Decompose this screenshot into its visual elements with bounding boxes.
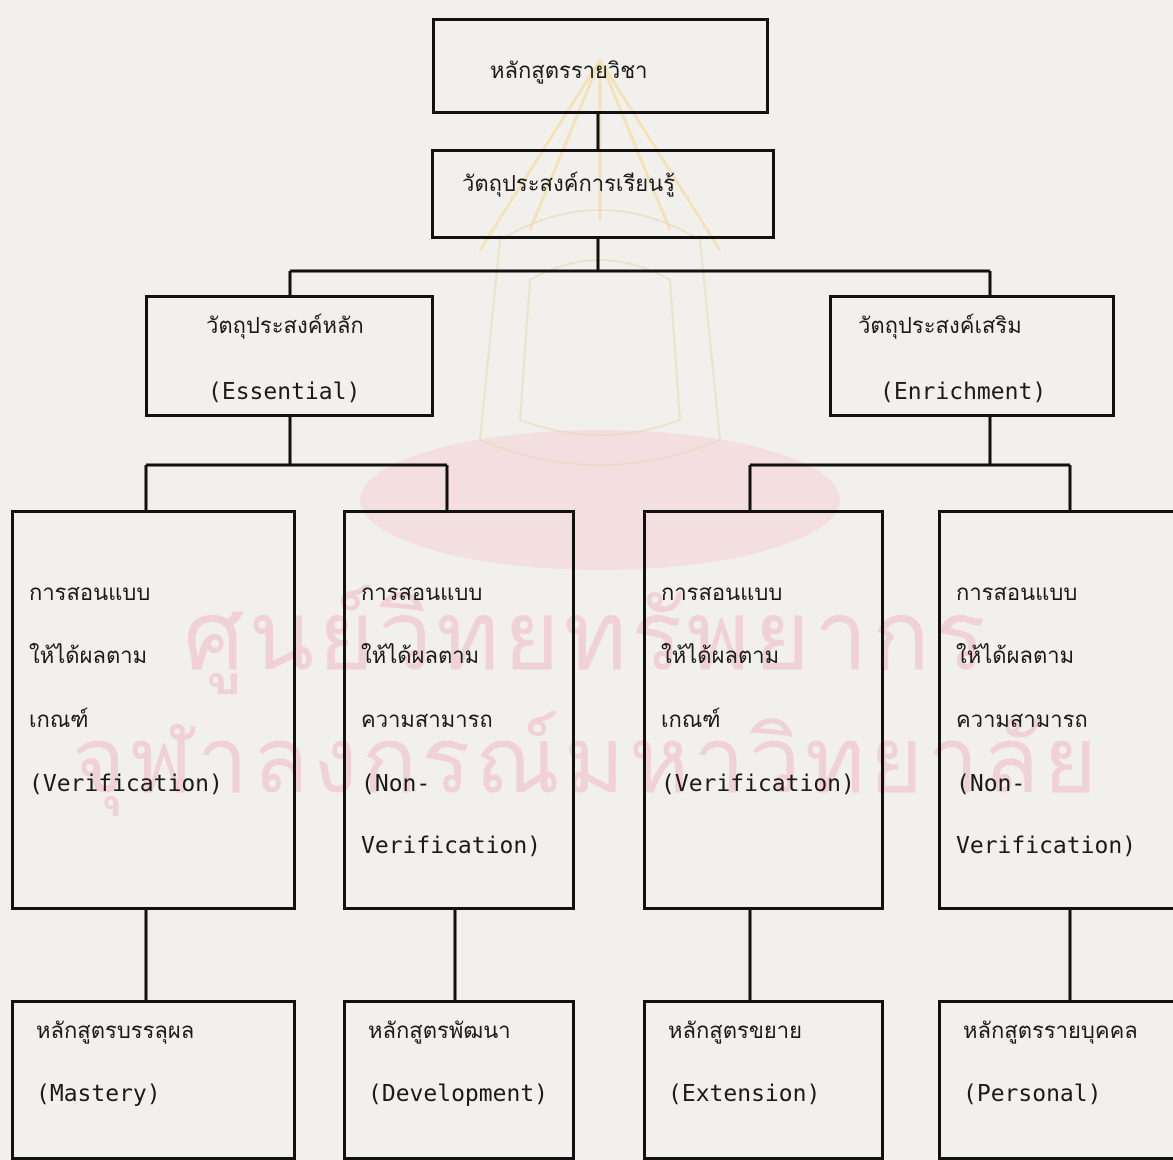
- method-line: Verification): [361, 833, 542, 859]
- method-line: ให้ได้ผลตาม: [956, 644, 1075, 669]
- method-line: ความสามารถ: [956, 708, 1088, 733]
- course-type-english: (Development): [368, 1081, 549, 1107]
- course-type-label: หลักสูตรขยาย: [668, 1019, 803, 1044]
- course-type-english: (Personal): [963, 1081, 1102, 1107]
- course-type-label: หลักสูตรพัฒนา: [368, 1019, 511, 1044]
- enrichment-label: วัตถุประสงค์เสริม: [858, 314, 1022, 339]
- method-line: (Verification): [29, 771, 223, 797]
- course-type-label: หลักสูตรรายบุคคล: [963, 1019, 1138, 1044]
- learning-objectives-label: วัตถุประสงค์การเรียนรู้: [462, 172, 676, 197]
- method-line: Verification): [956, 833, 1137, 859]
- enrichment-objectives-box: วัตถุประสงค์เสริม (Enrichment): [829, 295, 1115, 417]
- course-type-english: (Extension): [668, 1081, 821, 1107]
- course-type-box-extension: หลักสูตรขยาย (Extension): [643, 1000, 884, 1160]
- course-type-label: หลักสูตรบรรลุผล: [36, 1019, 195, 1044]
- method-line: (Verification): [661, 771, 855, 797]
- course-type-box-mastery: หลักสูตรบรรลุผล (Mastery): [11, 1000, 296, 1160]
- learning-objectives-box: วัตถุประสงค์การเรียนรู้: [431, 149, 775, 239]
- essential-objectives-box: วัตถุประสงค์หลัก (Essential): [145, 295, 434, 417]
- method-line: การสอนแบบ: [661, 581, 783, 606]
- course-type-english: (Mastery): [36, 1081, 161, 1107]
- essential-english-label: (Essential): [208, 379, 361, 405]
- course-label: หลักสูตรรายวิชา: [490, 59, 648, 84]
- method-box-non-verification-essential: การสอนแบบ ให้ได้ผลตาม ความสามารถ (Non- V…: [343, 510, 575, 910]
- method-line: ความสามารถ: [361, 708, 493, 733]
- method-box-verification-essential: การสอนแบบ ให้ได้ผลตาม เกณฑ์ (Verificatio…: [11, 510, 296, 910]
- method-line: ให้ได้ผลตาม: [361, 644, 480, 669]
- course-type-box-development: หลักสูตรพัฒนา (Development): [343, 1000, 575, 1160]
- course-box: หลักสูตรรายวิชา: [432, 18, 769, 114]
- method-line: การสอนแบบ: [956, 581, 1078, 606]
- method-box-verification-enrichment: การสอนแบบ ให้ได้ผลตาม เกณฑ์ (Verificatio…: [643, 510, 884, 910]
- method-line: การสอนแบบ: [361, 581, 483, 606]
- course-type-box-personal: หลักสูตรรายบุคคล (Personal): [938, 1000, 1173, 1160]
- method-line: เกณฑ์: [661, 708, 721, 733]
- method-box-non-verification-enrichment: การสอนแบบ ให้ได้ผลตาม ความสามารถ (Non- V…: [938, 510, 1173, 910]
- method-line: ให้ได้ผลตาม: [29, 644, 148, 669]
- method-line: ให้ได้ผลตาม: [661, 644, 780, 669]
- enrichment-english-label: (Enrichment): [880, 379, 1047, 405]
- essential-label: วัตถุประสงค์หลัก: [206, 314, 364, 339]
- method-line: (Non-: [361, 771, 431, 797]
- method-line: (Non-: [956, 771, 1026, 797]
- method-line: เกณฑ์: [29, 708, 89, 733]
- method-line: การสอนแบบ: [29, 581, 151, 606]
